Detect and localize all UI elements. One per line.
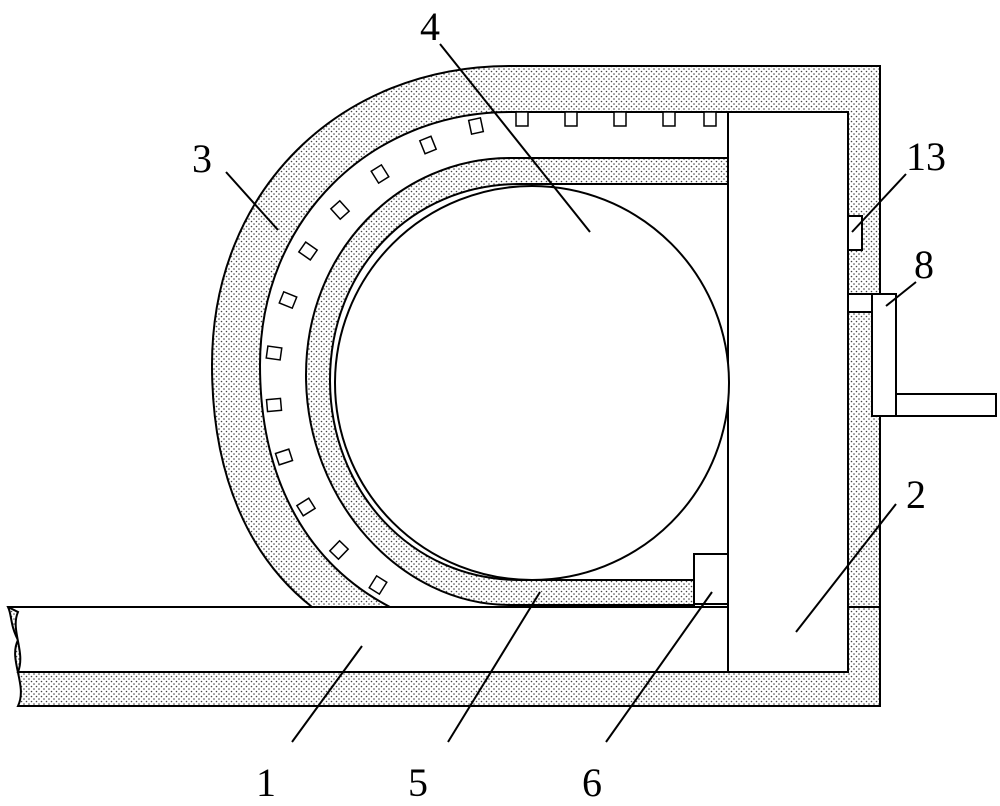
leader-lines [225, 43, 917, 743]
handle [847, 293, 997, 417]
label-6: 6 [582, 760, 602, 805]
label-5: 5 [408, 760, 428, 805]
sensor-13 [847, 215, 863, 251]
base-plate [6, 606, 881, 707]
label-2: 2 [906, 472, 926, 517]
label-3: 3 [192, 136, 212, 181]
arc-teeth [265, 111, 717, 596]
label-13: 13 [906, 134, 946, 179]
label-1: 1 [256, 760, 276, 805]
label-4: 4 [420, 4, 440, 49]
stop-block [693, 553, 729, 605]
label-8: 8 [914, 242, 934, 287]
drum [334, 185, 730, 581]
